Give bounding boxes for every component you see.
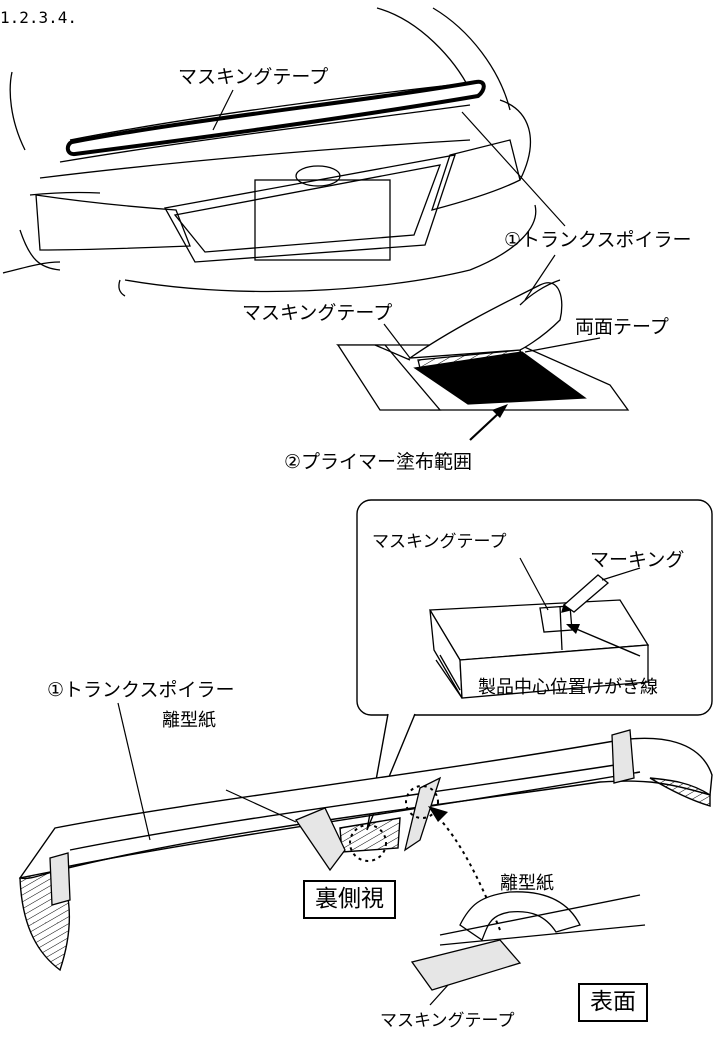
label-release-paper: 離型紙 bbox=[162, 710, 216, 731]
primer-detail-illustration bbox=[335, 279, 630, 411]
label-back-view: 裏側視 bbox=[303, 880, 396, 919]
step-numbers: 1.2.3.4. bbox=[0, 8, 78, 27]
label-center-line: 製品中心位置けがき線 bbox=[478, 677, 658, 698]
car-rear-illustration bbox=[2, 7, 537, 297]
label-inset-masking-tape: マスキングテープ bbox=[372, 532, 507, 552]
leader-lines-top bbox=[212, 89, 566, 227]
label-release-paper-front: 離型紙 bbox=[500, 873, 554, 894]
leader-lines-middle bbox=[383, 254, 601, 359]
label-primer-area: ②プライマー塗布範囲 bbox=[284, 451, 473, 473]
primer-arrowhead bbox=[492, 404, 508, 418]
dotted-markers bbox=[349, 785, 439, 862]
inset-leader-lines bbox=[519, 557, 641, 611]
label-double-sided-tape: 両面テープ bbox=[575, 316, 669, 338]
leader-lines-bottom bbox=[117, 702, 297, 841]
primer-arrow bbox=[469, 411, 501, 441]
front-view-illustration bbox=[410, 891, 646, 1006]
label-masking-tape-top: マスキングテープ bbox=[178, 66, 329, 88]
label-front-view: 表面 bbox=[578, 983, 648, 1022]
label-trunk-spoiler-bottom: ①トランクスポイラー bbox=[47, 679, 235, 701]
inset-spoiler-illustration bbox=[428, 574, 650, 699]
label-trunk-spoiler-top: ①トランクスポイラー bbox=[504, 229, 692, 251]
masking-tape-stripe bbox=[65, 79, 486, 157]
release-paper-tabs bbox=[49, 729, 635, 906]
label-masking-tape-middle: マスキングテープ bbox=[242, 302, 393, 324]
dotted-arrow bbox=[435, 814, 501, 931]
spoiler-illustration bbox=[18, 737, 713, 972]
label-masking-tape-bottom: マスキングテープ bbox=[380, 1011, 515, 1031]
label-inset-marking: マーキング bbox=[590, 549, 685, 571]
